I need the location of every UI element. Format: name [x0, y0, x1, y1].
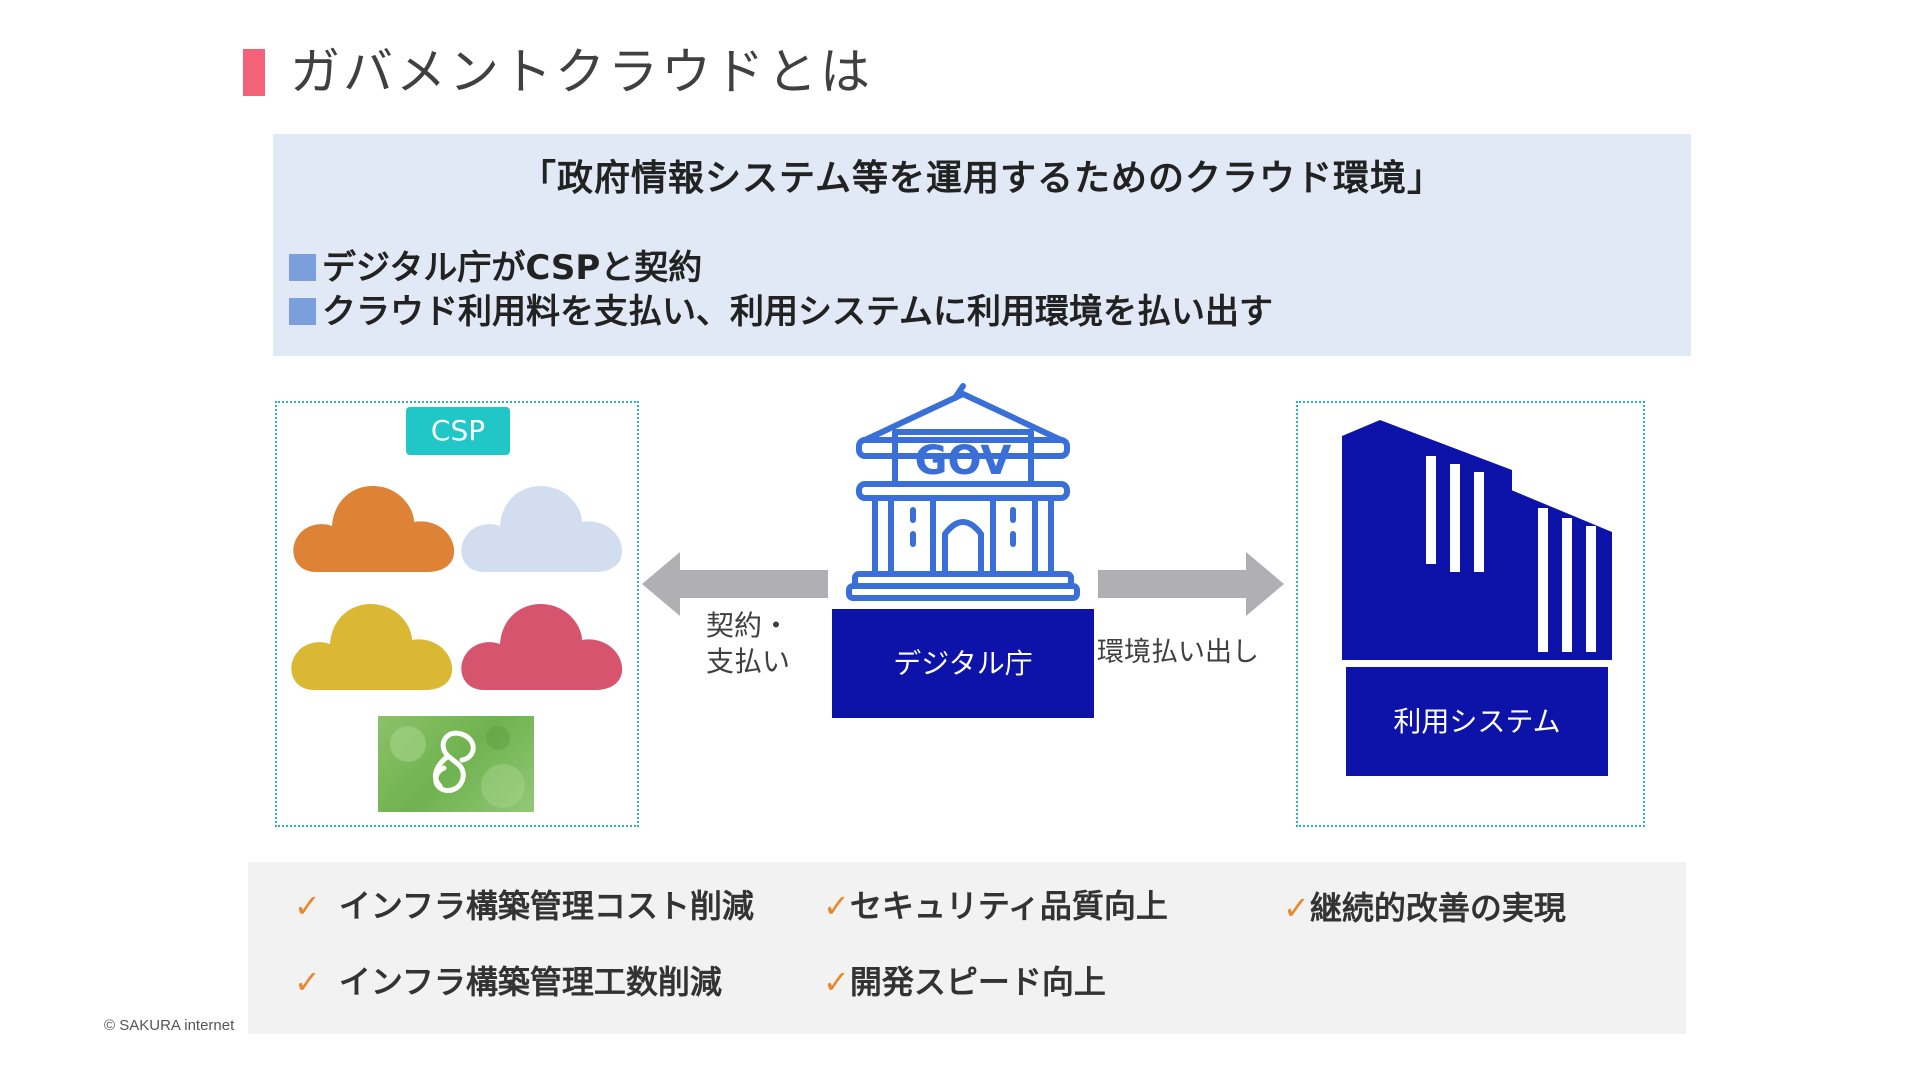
square-bullet-icon	[289, 254, 316, 281]
benefit-item: ✓セキュリティ品質向上	[823, 884, 1168, 928]
definition-bullet-text: クラウド利用料を支払い、利用システムに利用環境を払い出す	[322, 292, 1273, 332]
contract-payment-label: 契約・ 支払い	[706, 608, 790, 680]
cloud-icon	[461, 603, 623, 690]
gov-icon-text: GOV	[915, 438, 1012, 484]
benefit-text: インフラ構築管理工数削減	[338, 963, 722, 1001]
csp-panel	[275, 401, 639, 827]
benefit-text: インフラ構築管理コスト削減	[338, 887, 754, 925]
check-icon: ✓	[1283, 889, 1310, 927]
check-icon: ✓	[823, 963, 850, 1001]
definition-box: 「政府情報システム等を運用するためのクラウド環境」 デジタル庁がCSPと契約 ク…	[273, 134, 1691, 356]
cloud-icon	[461, 485, 623, 572]
digital-agency-box: デジタル庁	[832, 609, 1094, 718]
check-icon: ✓	[823, 887, 850, 925]
cloud-icon	[291, 603, 453, 690]
sakura-logo-icon	[390, 726, 525, 808]
using-system-box: 利用システム	[1346, 667, 1608, 776]
environment-issue-label: 環境払い出し	[1097, 637, 1259, 668]
benefit-text: 開発スピード向上	[849, 963, 1106, 1001]
definition-heading: 「政府情報システム等を運用するためのクラウド環境」	[520, 158, 1444, 199]
contract-label-line: 契約・	[706, 609, 791, 642]
arrow-right-icon	[1098, 552, 1284, 616]
gov-building-icon: GOV	[846, 383, 1080, 601]
benefit-item: ✓ インフラ構築管理コスト削減	[294, 884, 754, 928]
check-icon: ✓	[294, 963, 321, 1001]
cloud-icon	[293, 485, 455, 572]
square-bullet-icon	[289, 298, 316, 325]
system-panel	[1296, 401, 1645, 827]
payment-label-line: 支払い	[706, 645, 791, 678]
check-icon: ✓	[294, 887, 321, 925]
sakura-logo-tile	[378, 716, 534, 812]
benefit-item: ✓継続的改善の実現	[1283, 886, 1566, 930]
title-accent-bar	[243, 49, 265, 96]
csp-tag: CSP	[406, 407, 510, 455]
benefit-text: 継続的改善の実現	[1309, 889, 1566, 927]
benefit-item: ✓開発スピード向上	[823, 960, 1106, 1004]
office-buildings-icon	[1342, 420, 1612, 660]
definition-bullet-text: デジタル庁がCSPと契約	[322, 248, 703, 288]
page-title: ガバメントクラウドとは	[290, 43, 873, 101]
benefit-text: セキュリティ品質向上	[849, 887, 1168, 925]
copyright: © SAKURA internet	[104, 1017, 235, 1034]
benefit-item: ✓ インフラ構築管理工数削減	[294, 960, 722, 1004]
benefits-box: ✓インフラ構築管理コスト削減 ✓インフラ構築管理工数削減 ✓セキュリティ品質向上…	[248, 862, 1686, 1034]
arrow-left-icon	[642, 552, 828, 616]
definition-bullet: クラウド利用料を支払い、利用システムに利用環境を払い出す	[289, 290, 1273, 334]
definition-bullet: デジタル庁がCSPと契約	[289, 246, 702, 290]
